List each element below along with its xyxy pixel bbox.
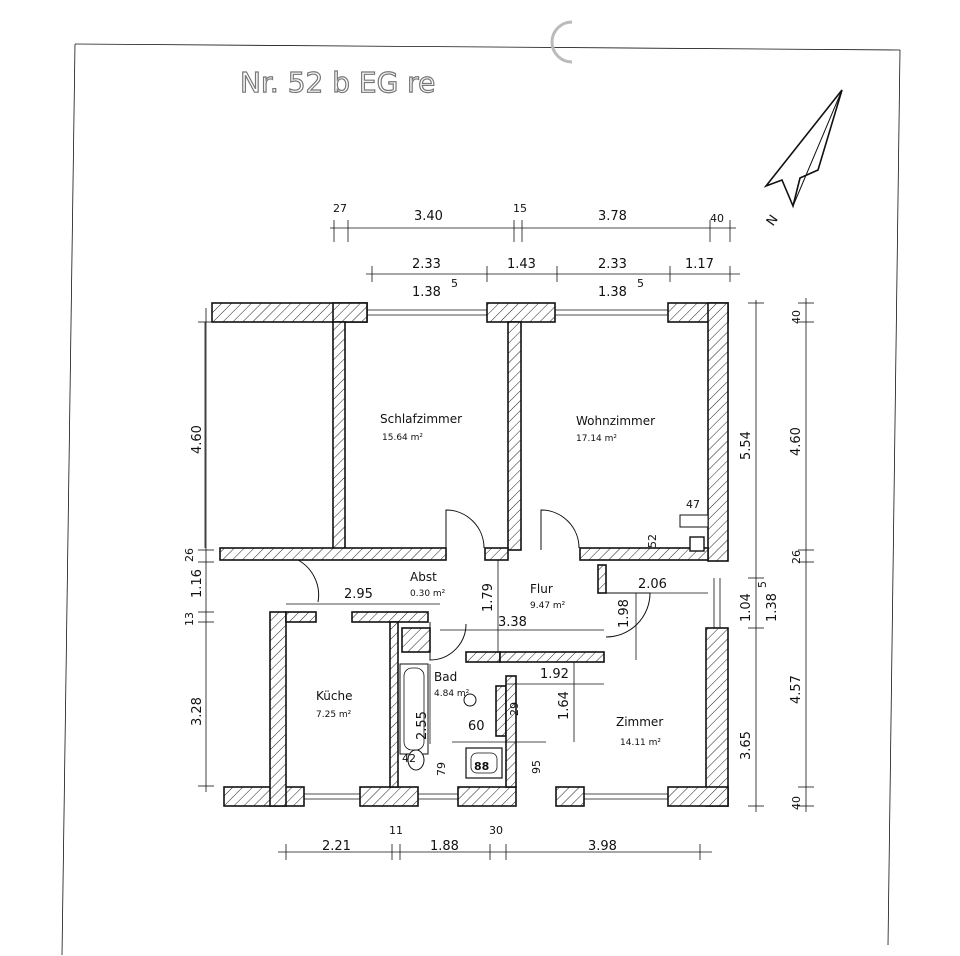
dim-interior: 2.06 (638, 577, 667, 592)
room-name: Flur (530, 582, 553, 596)
toilet (407, 749, 425, 771)
north-arrow-icon: N (763, 89, 843, 229)
dim-top: 1.17 (685, 257, 714, 272)
dim-right: 40 (790, 310, 803, 324)
room-area: 17.14 m² (576, 434, 617, 444)
room-area: 0.30 m² (410, 589, 446, 599)
dim-top: 2.33 (412, 257, 441, 272)
dim-interior: 79 (435, 762, 448, 776)
dim-left: 13 (183, 612, 196, 626)
room-name: Schlafzimmer (380, 412, 462, 426)
room-area: 9.47 m² (530, 601, 566, 611)
drain-icon (463, 693, 477, 707)
dim-bottom: 30 (489, 824, 503, 837)
dim-interior: 47 (686, 498, 700, 511)
room-name: Küche (316, 689, 352, 703)
washbasin (465, 747, 503, 779)
dim-interior: 29 (508, 702, 521, 716)
room-name: Zimmer (616, 715, 663, 729)
room-zimmer: Zimmer 14.11 m² (616, 715, 663, 748)
bathtub (399, 663, 429, 755)
room-name: Abst (410, 570, 437, 584)
room-bad: Bad 4.84 m² (434, 670, 470, 699)
room-area: 7.25 m² (316, 710, 352, 720)
dim-bottom: 3.98 (588, 839, 617, 854)
dim-interior: 2.55 (415, 711, 430, 740)
dim-left: 4.60 (190, 425, 205, 454)
room-kueche: Küche 7.25 m² (316, 689, 352, 720)
page-frame (61, 43, 901, 956)
dim-bottom: 2.21 (322, 839, 351, 854)
dim-right: 5.54 (739, 431, 754, 460)
dim-interior: 1.64 (557, 691, 572, 720)
dim-right: 40 (790, 796, 803, 810)
dim-right: 1.04 (739, 593, 754, 622)
dim-bottom: 1.88 (430, 839, 459, 854)
dimension-labels: 27 3.40 15 3.78 40 2.33 1.43 2.33 1.17 1… (183, 202, 804, 854)
room-area: 15.64 m² (382, 433, 423, 443)
dim-bottom: 11 (389, 824, 403, 837)
dim-opening: 1.38 (412, 285, 441, 300)
dim-opening-sup: 5 (451, 277, 458, 290)
room-area: 4.84 m² (434, 689, 470, 699)
dim-interior: 1.92 (540, 667, 569, 682)
dim-left: 26 (183, 548, 196, 562)
dim-opening-sup: 5 (637, 277, 644, 290)
dimension-lines (198, 220, 814, 860)
dim-opening: 1.38 (598, 285, 627, 300)
doors (278, 509, 651, 661)
room-abst: Abst 0.30 m² (410, 570, 446, 599)
room-wohnzimmer: Wohnzimmer 17.14 m² (576, 414, 655, 444)
handwritten-note: Nr. 52 b EG re (240, 66, 435, 99)
room-schlafzimmer: Schlafzimmer 15.64 m² (380, 412, 462, 443)
room-flur: Flur 9.47 m² (530, 582, 566, 611)
punch-hole-mark (550, 20, 573, 64)
dim-interior: 3.38 (498, 615, 527, 630)
dim-left: 1.16 (190, 569, 205, 598)
interior-walls (219, 321, 709, 788)
dim-top: 3.78 (598, 209, 627, 224)
dim-interior: 88 (474, 760, 489, 773)
dim-top: 27 (333, 202, 347, 215)
dim-top: 15 (513, 202, 527, 215)
dim-interior: 52 (646, 534, 659, 548)
room-name: Bad (434, 670, 457, 684)
dim-top: 40 (710, 212, 724, 225)
dim-interior: 60 (468, 719, 485, 734)
dim-right: 1.38 (765, 593, 780, 622)
dim-interior: 1.98 (617, 599, 632, 628)
dim-top: 2.33 (598, 257, 627, 272)
dim-right: 3.65 (739, 731, 754, 760)
dim-interior: 95 (530, 760, 543, 774)
north-label: N (764, 212, 782, 229)
room-name: Wohnzimmer (576, 414, 655, 428)
dim-right: 4.57 (789, 675, 804, 704)
dim-right-sup: 5 (756, 581, 769, 588)
exterior-walls (211, 302, 729, 807)
dim-interior: 2.95 (344, 587, 373, 602)
room-area: 14.11 m² (620, 738, 661, 748)
dim-right: 26 (790, 550, 803, 564)
dim-interior: 42 (402, 752, 416, 765)
dim-right: 4.60 (789, 427, 804, 456)
windows (204, 309, 721, 800)
dim-interior: 1.79 (481, 583, 496, 612)
dim-top: 3.40 (414, 209, 443, 224)
dim-left: 3.28 (190, 697, 205, 726)
dim-top: 1.43 (507, 257, 536, 272)
